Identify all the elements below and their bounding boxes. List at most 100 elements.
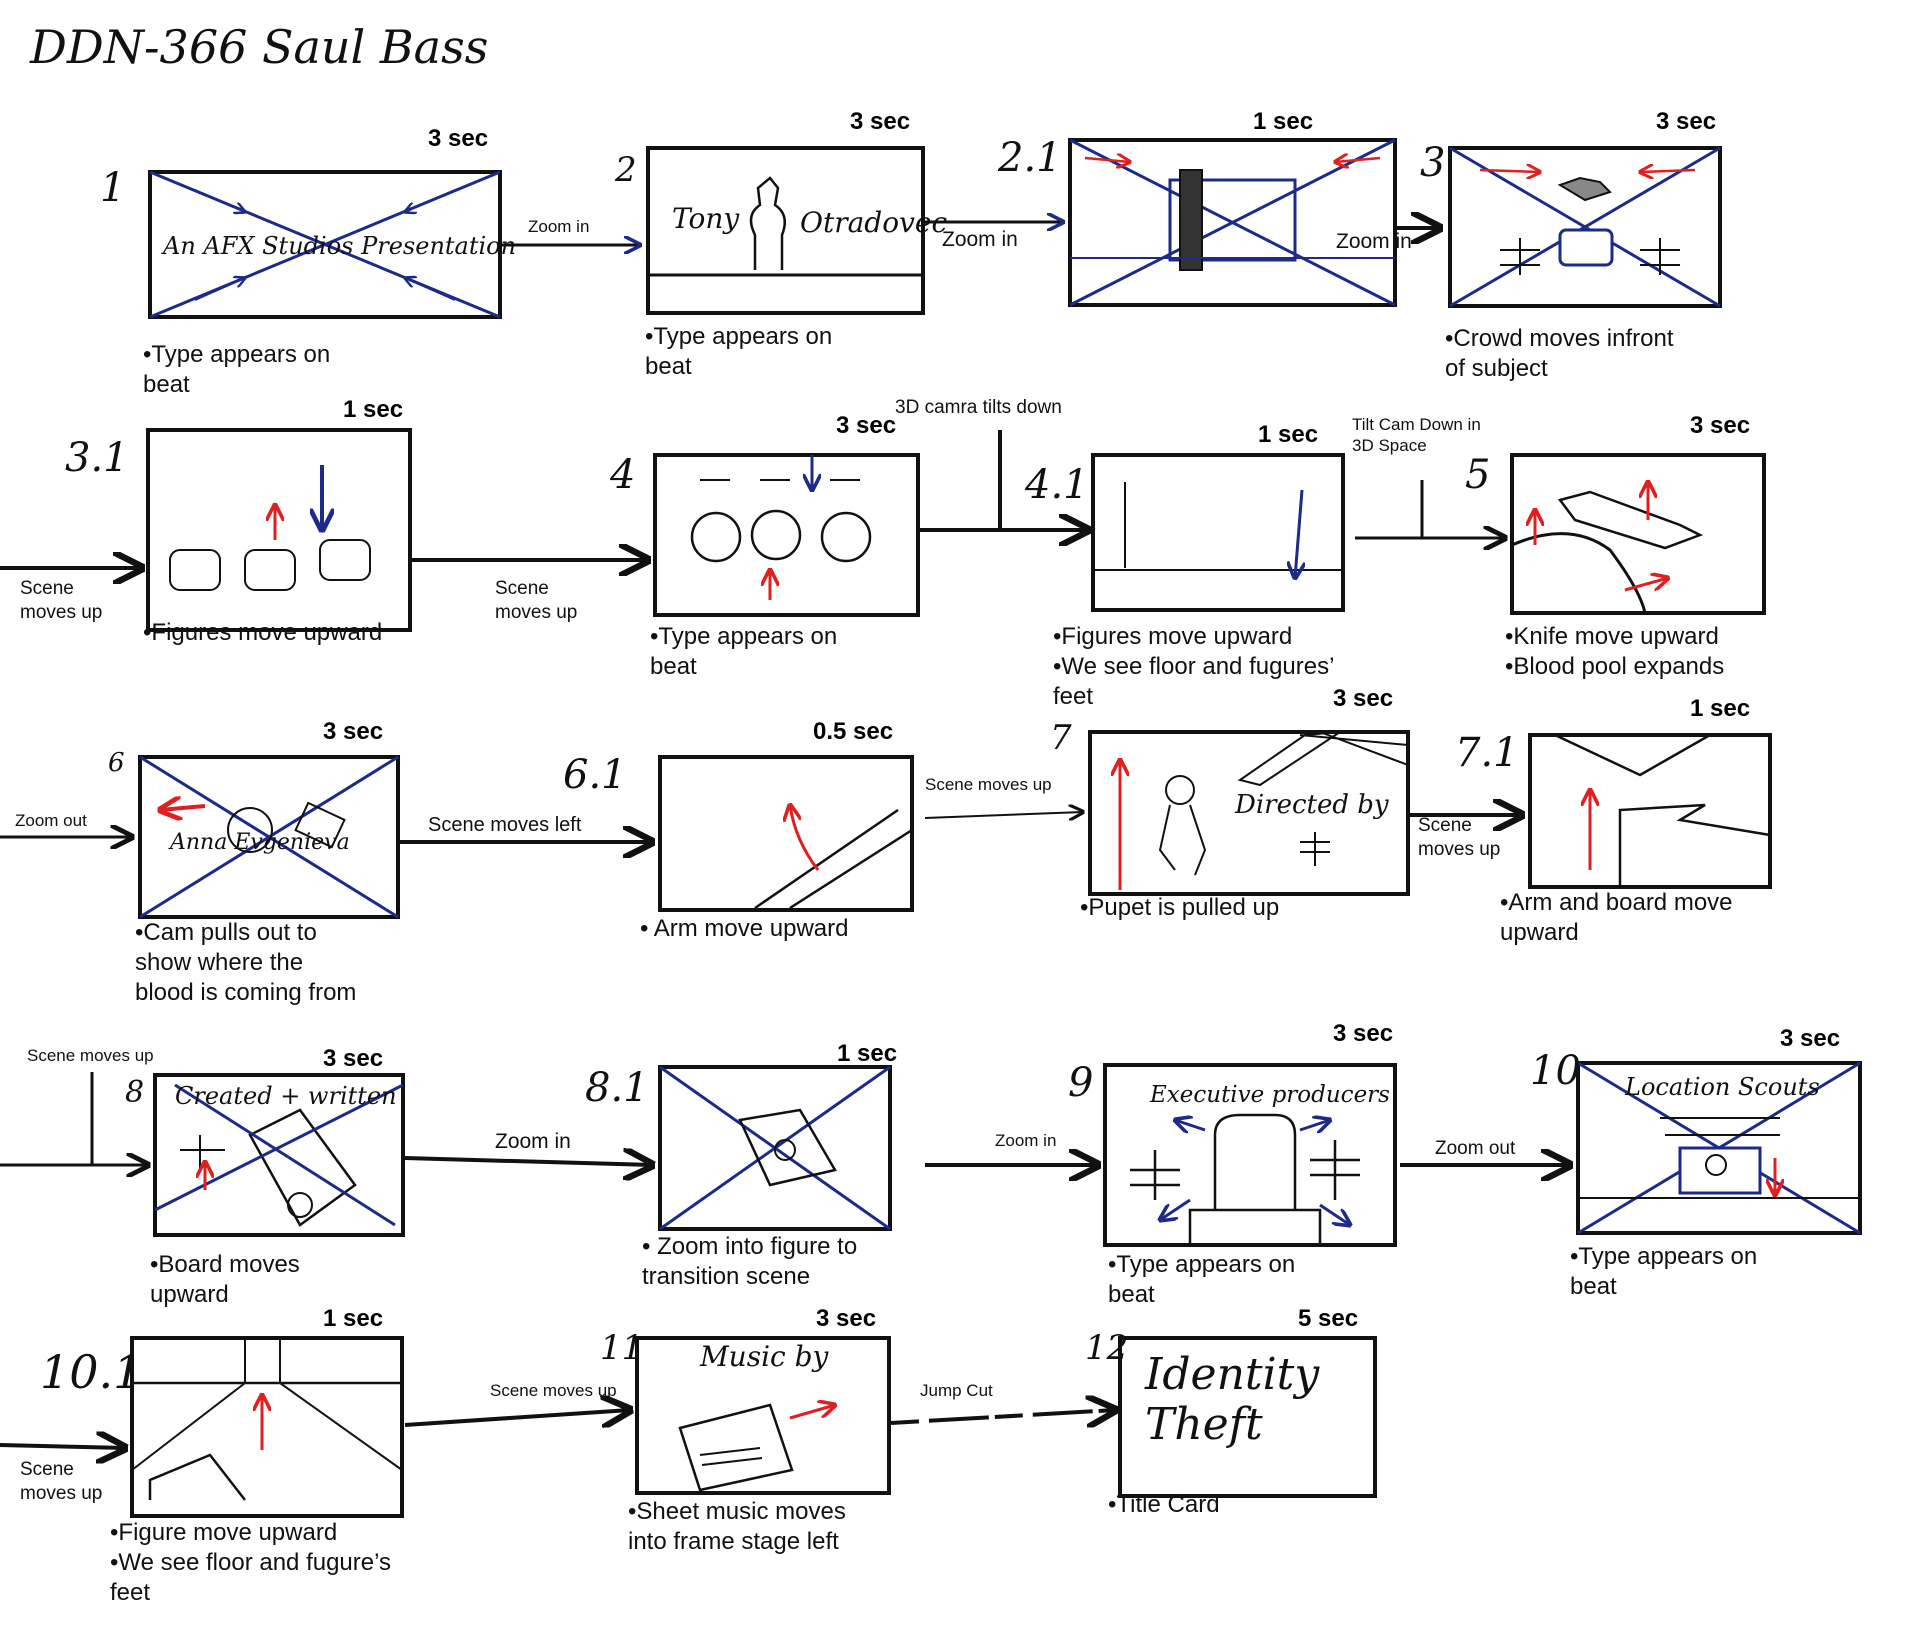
panel-text: Anna Evgenieva [170,830,350,855]
transition-label: 3D camra tilts down [895,397,1062,418]
frame-duration: 3 sec [323,718,384,745]
frame-caption: •Knife move upward •Blood pool expands [1505,623,1725,680]
transition-label: Scene moves up [495,578,578,623]
frame-caption: •Figure move upward •We see floor and fu… [110,1519,392,1606]
panel-text: Tony [672,202,740,235]
frame-duration: 3 sec [1656,108,1717,135]
frame-duration: 3 sec [1333,1020,1394,1047]
frame-number: 7.1 [1455,730,1519,776]
transition-label: Zoom in [528,217,590,236]
transition-label: Zoom in [495,1130,571,1153]
frame-8 [153,1073,405,1237]
frame-duration: 1 sec [837,1040,898,1067]
frame-duration: 0.5 sec [813,718,894,745]
frame-duration: 3 sec [323,1045,384,1072]
frame-3-1 [146,428,412,632]
frame-caption: •Title Card [1108,1491,1220,1518]
frame-caption: •Type appears on beat [650,623,838,680]
frame-number: 4 [610,452,636,498]
frame-caption: •Crowd moves infront of subject [1445,325,1674,382]
frame-number: 8 [125,1075,145,1110]
panel-text: Executive producers [1150,1082,1390,1108]
frame-number: 3.1 [65,435,129,481]
panel-text: Location Scouts [1625,1073,1820,1101]
frame-number: 2 [615,150,637,190]
panel-text: Created + written [175,1082,397,1110]
transition-label: Scene moves up [20,1459,103,1504]
frame-duration: 1 sec [343,396,404,423]
frame-number: 5 [1465,452,1491,498]
frame-4 [653,453,920,617]
frame-caption: •Arm and board move upward [1500,889,1733,946]
transition-label: Zoom in [995,1131,1057,1150]
frame-7-1 [1528,733,1772,889]
transition-arrow-61-7 [924,812,1083,818]
frame-number: 3 [1420,140,1446,186]
frame-duration: 1 sec [323,1305,384,1332]
frame-7 [1088,730,1410,896]
transition-arrow-101-11 [404,1410,630,1425]
frame-duration: 1 sec [1258,421,1319,448]
frame-6-1 [658,755,914,912]
transition-label: Zoom out [1435,1138,1516,1159]
frame-caption: •Figures move upward •We see floor and f… [1053,623,1335,710]
frame-number: 2.1 [998,135,1062,181]
frame-caption: •Type appears on beat [143,341,331,398]
transition-label: Zoom out [15,811,87,830]
transition-label: Scene moves up [20,578,103,623]
frame-11 [635,1336,891,1495]
frame-number: 6.1 [563,752,627,798]
page-title: DDN-366 Saul Bass [30,20,489,74]
frame-caption: •Type appears on beat [1108,1251,1296,1308]
transition-label: Tilt Cam Down in 3D Space [1352,415,1481,455]
transition-label: Scene moves up [490,1381,617,1400]
incoming-arrow-10-1 [0,1445,125,1448]
frame-duration: 1 sec [1690,695,1751,722]
frame-duration: 3 sec [1780,1025,1841,1052]
frame-duration: 3 sec [428,125,489,152]
frame-caption: •Pupet is pulled up [1080,894,1280,921]
frame-9 [1103,1063,1397,1247]
transition-arrow-4-41 [920,430,1088,530]
frame-4-1 [1091,453,1345,612]
frame-duration: 5 sec [1298,1305,1359,1332]
frame-number: 10 [1530,1048,1581,1094]
frame-caption: • Zoom into figure to transition scene [642,1233,858,1290]
panel-text: Directed by [1235,790,1389,820]
frame-number: 7 [1050,718,1072,758]
frame-number: 9 [1068,1060,1094,1106]
frame-number: 4.1 [1025,462,1089,508]
frame-duration: 3 sec [1690,412,1751,439]
frame-5 [1510,453,1766,615]
frame-3 [1448,146,1722,308]
frame-10-1 [130,1336,404,1518]
panel-text: Identity Theft [1145,1349,1320,1450]
frame-caption: •Sheet music moves into frame stage left [628,1498,846,1555]
transition-label: Zoom in [942,228,1018,251]
incoming-arrow-8 [0,1072,148,1165]
frame-2-1 [1068,138,1397,307]
transition-label: Scene moves up [27,1046,154,1065]
transition-arrow-41-5 [1355,480,1505,538]
frame-duration: 3 sec [816,1305,877,1332]
frame-duration: 3 sec [850,108,911,135]
transition-label: Scene moves up [1418,815,1501,860]
frame-number: 6 [108,748,125,778]
frame-duration: 3 sec [836,412,897,439]
frame-number: 1 [100,165,126,211]
frame-caption: • Arm move upward [640,915,849,942]
transition-arrow-8-81 [404,1158,652,1165]
frame-caption: •Board moves upward [150,1251,300,1308]
frame-duration: 1 sec [1253,108,1314,135]
frame-caption: •Figures move upward [143,619,383,646]
frame-caption: •Type appears on beat [1570,1243,1758,1300]
frame-caption: •Cam pulls out to show where the blood i… [135,919,357,1006]
frame-caption: •Type appears on beat [645,323,833,380]
transition-label: Zoom in [1336,230,1412,253]
frame-8-1 [658,1065,892,1231]
frame-1 [148,170,502,319]
frame-number: 11 [600,1328,644,1368]
frame-10 [1576,1061,1862,1235]
frame-12 [1118,1336,1377,1498]
